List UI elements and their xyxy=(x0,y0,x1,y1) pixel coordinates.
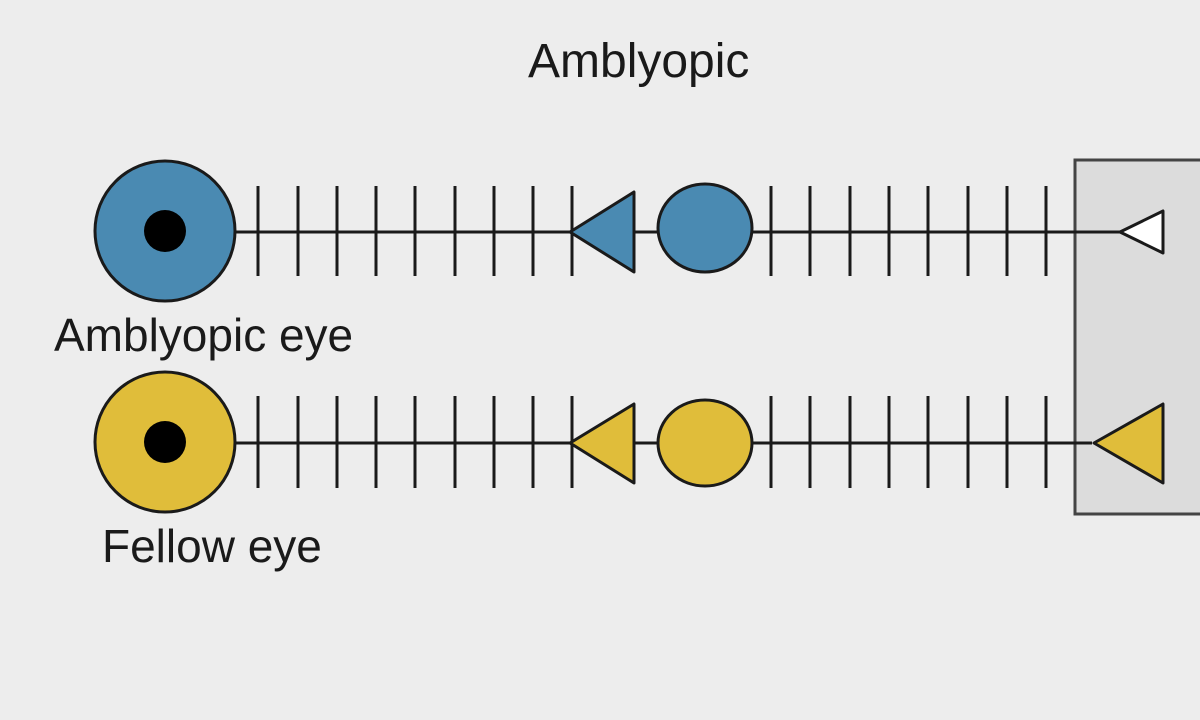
fellow-triangle-left xyxy=(568,402,636,485)
diagram-title: Amblyopic xyxy=(528,35,750,88)
fellow-pathway xyxy=(93,370,1165,514)
fellow-ticks-segment-2 xyxy=(769,396,1048,488)
amblyopic-relay-circle xyxy=(656,182,754,274)
fellow-eye-label: Fellow eye xyxy=(102,520,322,572)
amblyopic-pupil-icon xyxy=(144,210,186,252)
amblyopic-pathway xyxy=(93,159,1165,303)
fellow-end-triangle xyxy=(1092,402,1165,485)
amblyopic-eye-label: Amblyopic eye xyxy=(54,309,354,361)
fellow-relay-circle xyxy=(656,398,754,488)
amblyopic-end-triangle xyxy=(1118,209,1165,255)
fellow-ticks-segment-1 xyxy=(256,396,574,488)
fellow-pupil-icon xyxy=(144,421,186,463)
amblyopic-ticks-segment-2 xyxy=(769,186,1048,276)
amblyopic-triangle-left xyxy=(568,190,636,274)
